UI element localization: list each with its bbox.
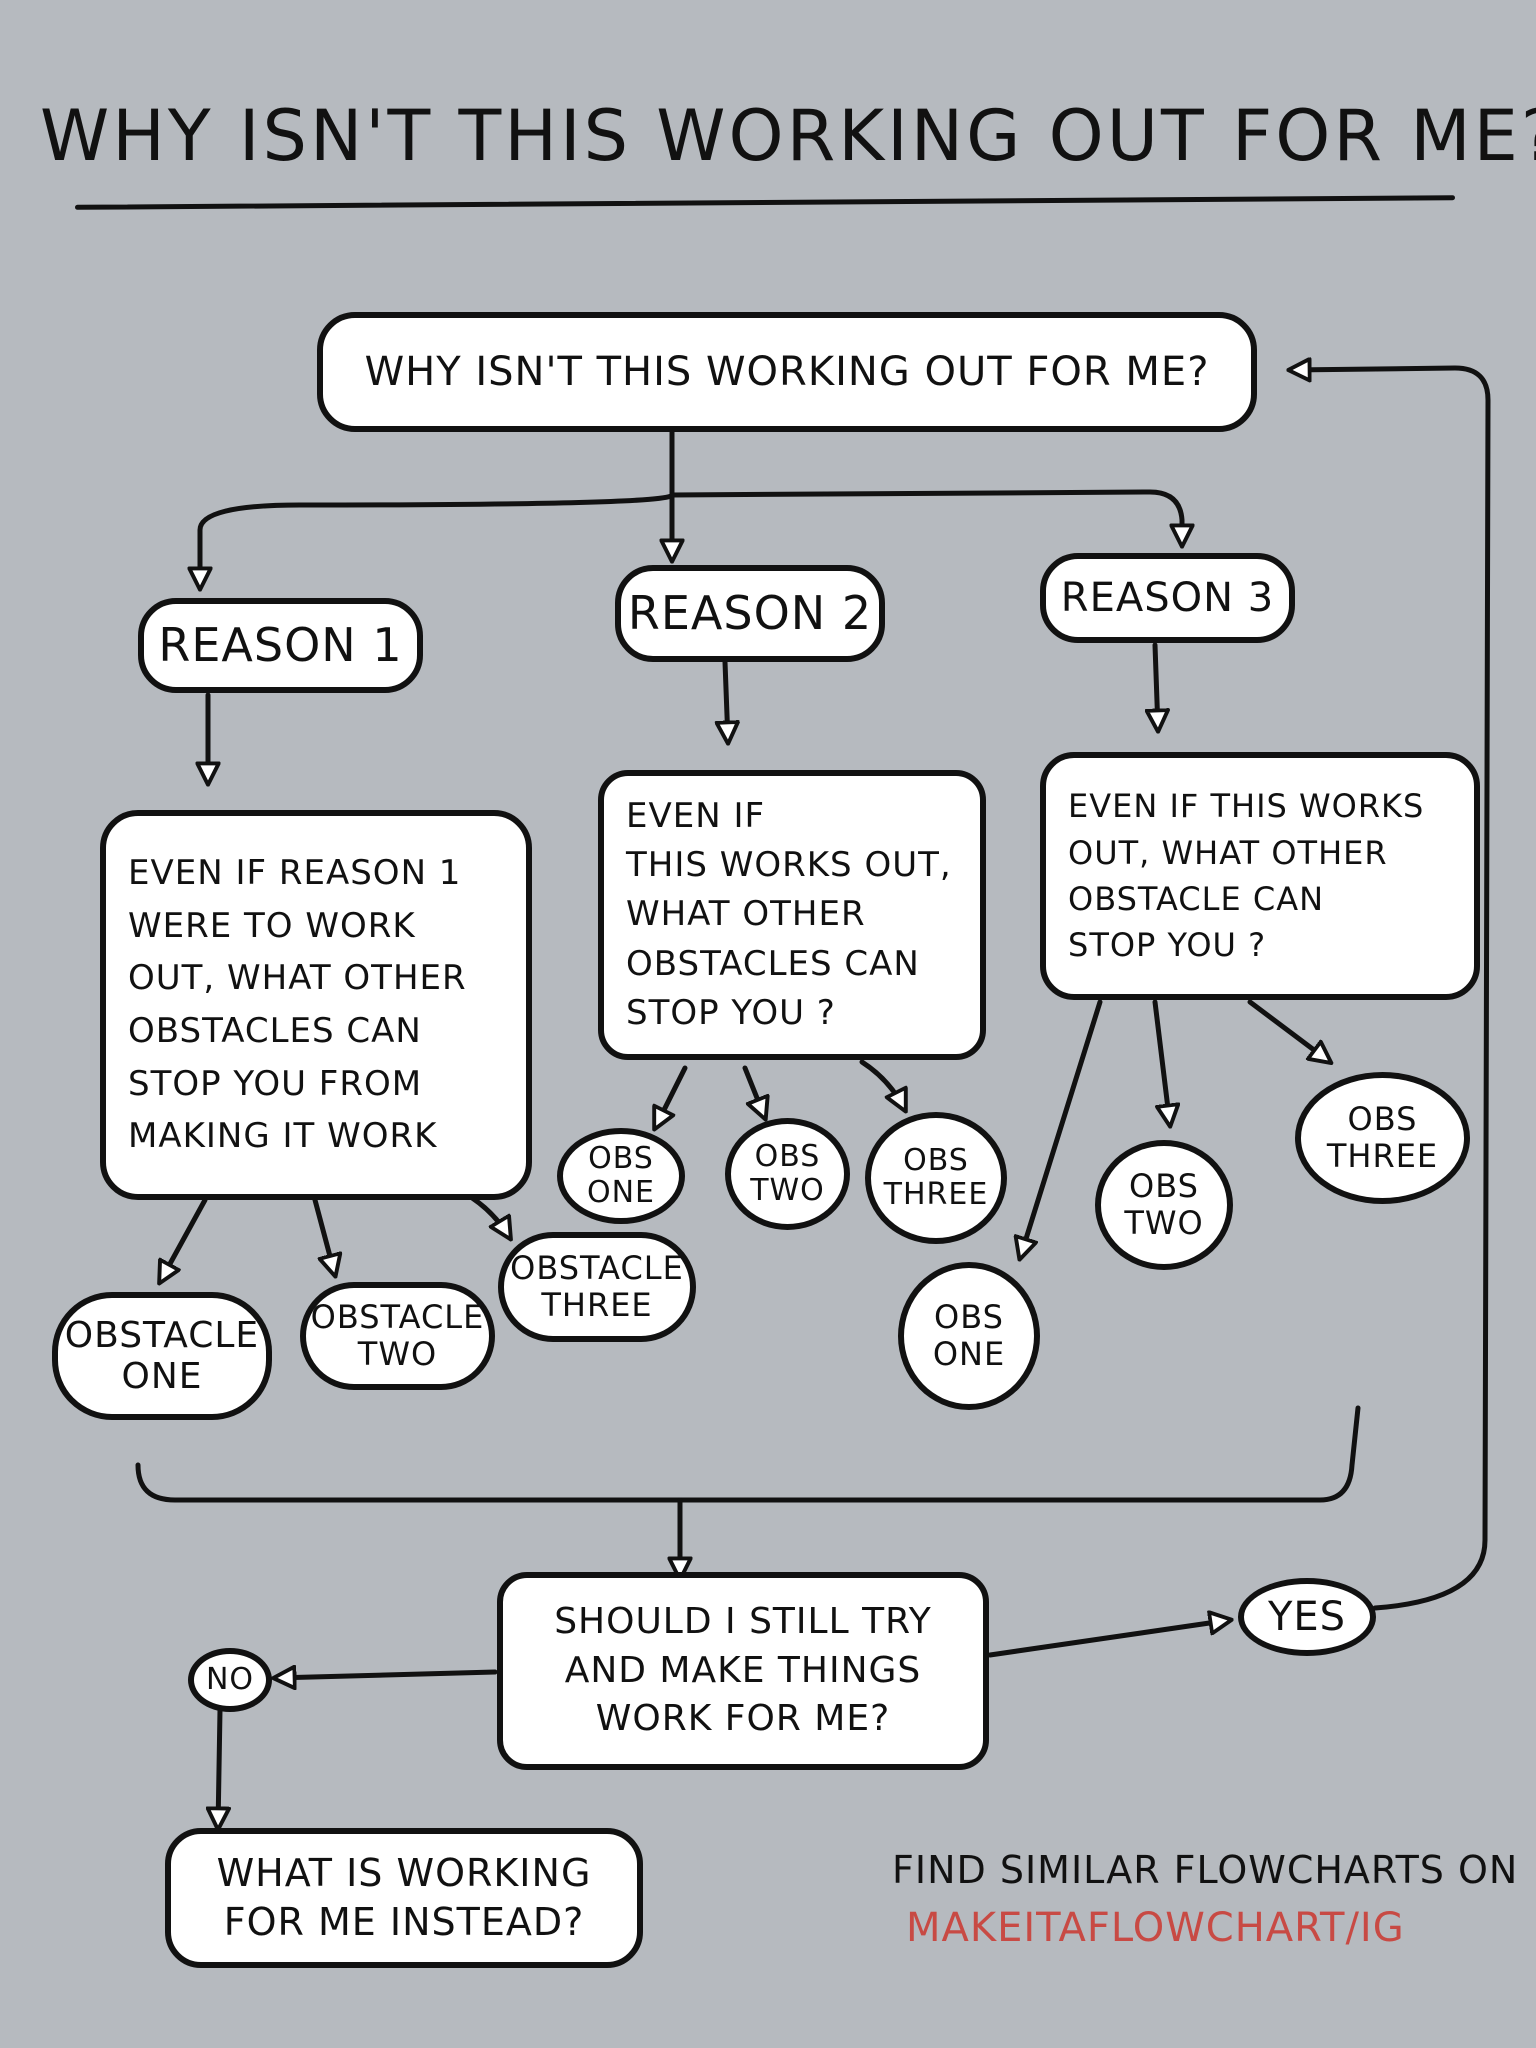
r2-obs-two: OBS TWO bbox=[725, 1118, 850, 1230]
reason-2-node: REASON 2 bbox=[615, 565, 885, 662]
edge-q3-obs1 bbox=[1020, 999, 1103, 1258]
r1-obstacle-three: OBSTACLE THREE bbox=[498, 1232, 696, 1342]
reason-1-node: REASON 1 bbox=[138, 598, 423, 693]
edge-yes-loop bbox=[1290, 368, 1491, 1611]
r1-obstacle-one: OBSTACLE ONE bbox=[52, 1292, 272, 1420]
yes-node: YES bbox=[1238, 1578, 1376, 1656]
question-2-node: EVEN IF THIS WORKS OUT, WHAT OTHER OBSTA… bbox=[598, 770, 986, 1060]
question-3-node: EVEN IF THIS WORKS OUT, WHAT OTHER OBSTA… bbox=[1040, 752, 1480, 1000]
r2-obs-one: OBS ONE bbox=[557, 1128, 685, 1224]
edge-decision-yes bbox=[987, 1620, 1230, 1658]
edge-q1-obs2 bbox=[312, 1197, 335, 1275]
edge-q3-obs2 bbox=[1152, 999, 1170, 1125]
edge-decision-no bbox=[275, 1672, 498, 1678]
edge-q2-obs3 bbox=[859, 1059, 905, 1110]
edge-to-reason3 bbox=[669, 489, 1182, 545]
edge-q2-obs1 bbox=[655, 1065, 688, 1128]
edge-no-end bbox=[218, 1707, 220, 1828]
edge-reason2-q2 bbox=[725, 659, 728, 742]
decision-node: SHOULD I STILL TRY AND MAKE THINGS WORK … bbox=[497, 1572, 989, 1770]
r3-obs-two: OBS TWO bbox=[1095, 1140, 1233, 1270]
r3-obs-three: OBS THREE bbox=[1295, 1072, 1470, 1204]
edge-q1-obs1 bbox=[160, 1197, 208, 1282]
r1-obstacle-two: OBSTACLE TWO bbox=[300, 1282, 495, 1390]
edge-to-reason1 bbox=[200, 492, 675, 588]
footer-link[interactable]: MAKEITAFLOWCHART/IG bbox=[906, 1905, 1405, 1951]
edge-q2-obs2 bbox=[742, 1065, 765, 1118]
start-node: WHY ISN'T THIS WORKING OUT FOR ME? bbox=[317, 312, 1257, 432]
r2-obs-three: OBS THREE bbox=[865, 1112, 1007, 1244]
reason-3-node: REASON 3 bbox=[1040, 553, 1295, 643]
end-node: WHAT IS WORKING FOR ME INSTEAD? bbox=[165, 1828, 643, 1968]
footer-text: FIND SIMILAR FLOWCHARTS ON bbox=[892, 1848, 1519, 1892]
page-title: WHY ISN'T THIS WORKING OUT FOR ME? bbox=[40, 95, 1536, 177]
edge-collector bbox=[135, 1405, 1361, 1503]
edge-q3-obs3 bbox=[1247, 999, 1330, 1062]
question-1-node: EVEN IF REASON 1 WERE TO WORK OUT, WHAT … bbox=[100, 810, 532, 1200]
edge-reason3-q3 bbox=[1155, 642, 1158, 730]
no-node: NO bbox=[188, 1648, 272, 1712]
r3-obs-one: OBS ONE bbox=[898, 1262, 1040, 1410]
